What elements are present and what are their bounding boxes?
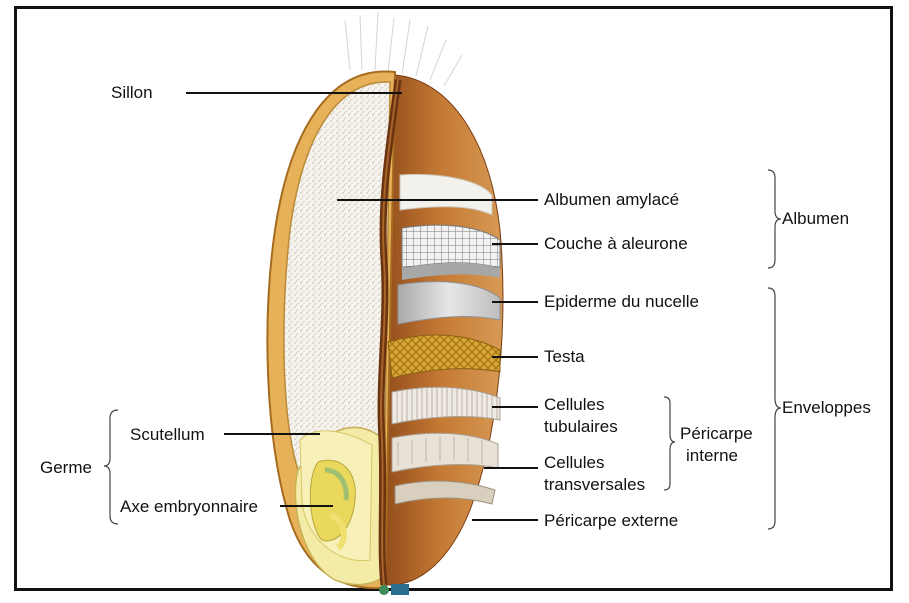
label-germe: Germe: [40, 458, 92, 478]
group-albumen: Albumen: [782, 209, 849, 229]
label-cellules-tubulaires: Cellules tubulaires: [544, 394, 618, 438]
group-enveloppes: Enveloppes: [782, 398, 871, 418]
label-albumen-amylace: Albumen amylacé: [544, 190, 679, 210]
group-pericarpe-interne: Péricarpe interne: [680, 423, 753, 467]
label-sillon: Sillon: [111, 83, 153, 103]
group-pericarpe-interne-line1: Péricarpe: [680, 423, 753, 445]
label-cellules-tubulaires-line2: tubulaires: [544, 416, 618, 438]
label-couche-aleurone: Couche à aleurone: [544, 234, 688, 254]
label-pericarpe-externe: Péricarpe externe: [544, 511, 678, 531]
label-cellules-transversales-line2: transversales: [544, 474, 645, 496]
group-pericarpe-interne-line2: interne: [680, 445, 753, 467]
bran-layer: [380, 75, 503, 585]
label-epiderme-nucelle: Epiderme du nucelle: [544, 292, 699, 312]
label-axe-embryonnaire: Axe embryonnaire: [120, 497, 258, 517]
label-scutellum: Scutellum: [130, 425, 205, 445]
label-testa: Testa: [544, 347, 585, 367]
label-cellules-transversales: Cellules transversales: [544, 452, 645, 496]
label-cellules-transversales-line1: Cellules: [544, 452, 645, 474]
inra-logo: [379, 584, 409, 595]
label-cellules-tubulaires-line1: Cellules: [544, 394, 618, 416]
